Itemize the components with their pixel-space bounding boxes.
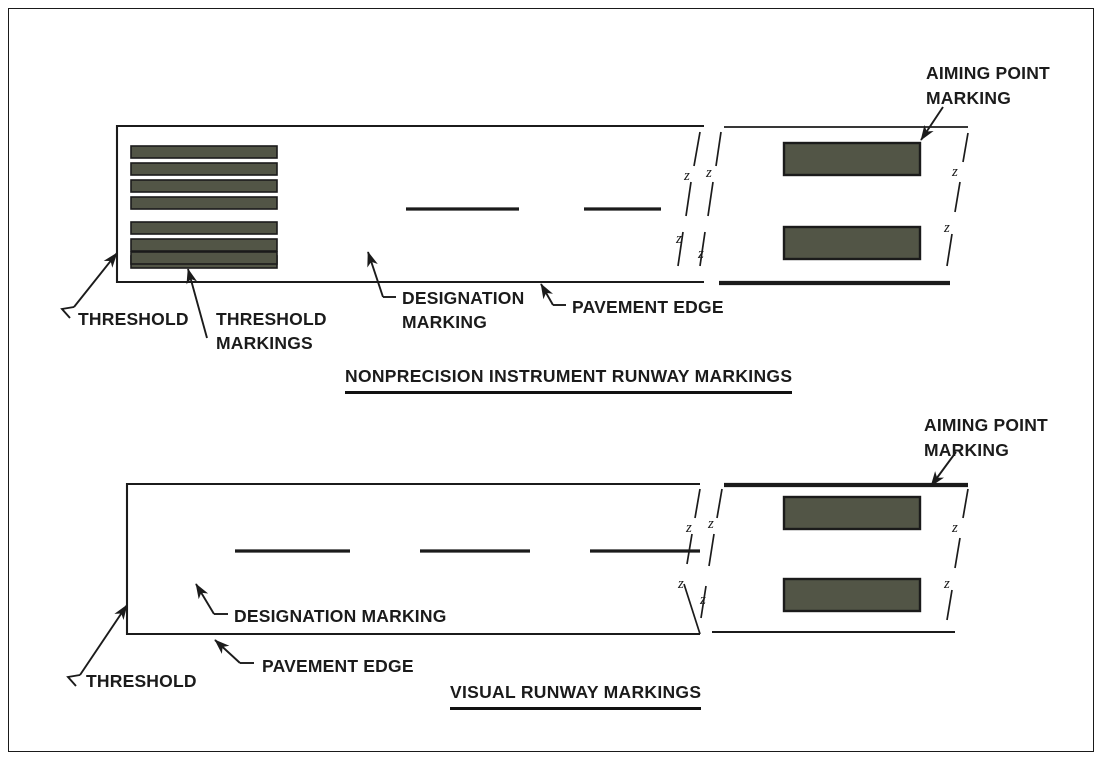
designation-arrow (367, 251, 384, 298)
break-mark-z: z (951, 164, 958, 180)
threshold-arrow (73, 252, 118, 308)
nonprecision-break-marks-far-right (946, 132, 969, 267)
threshold-bar (130, 145, 278, 159)
visual-break-marks-far-right (946, 488, 969, 621)
label-threshold-upper: THRESHOLD (78, 309, 189, 329)
threshold-arrow (79, 604, 128, 676)
break-mark-z: z (675, 231, 682, 247)
visual-break-marks-left (683, 488, 701, 635)
aiming-point-arrow (930, 451, 957, 487)
label-aiming-point-lower-line2: MARKING (924, 440, 1010, 460)
pavement-edge-arrow (214, 639, 241, 664)
break-mark-z: z (699, 592, 706, 608)
label-pavement-edge-lower: PAVEMENT EDGE (262, 656, 414, 676)
label-threshold-lower: THRESHOLD (86, 671, 197, 691)
nonprecision-leader-lines (60, 106, 944, 339)
break-mark-z: z (683, 168, 690, 184)
threshold-bar (130, 221, 278, 235)
label-threshold-markings-line1: THRESHOLD (216, 309, 327, 329)
threshold-bar (130, 196, 278, 210)
nonprecision-runway-group: z z z z z z (60, 106, 969, 339)
threshold-leader-tick (66, 674, 81, 687)
nonprecision-break-glyphs: z z z z (675, 165, 712, 262)
visual-break-glyphs: z z z z (677, 516, 714, 608)
break-mark-z: z (677, 576, 684, 592)
aiming-point-markings-lower (782, 495, 922, 613)
break-mark-z: z (685, 520, 692, 536)
label-designation-marking-lower: DESIGNATION MARKING (234, 606, 447, 626)
threshold-bar (130, 162, 278, 176)
break-mark-z: z (697, 246, 704, 262)
threshold-leader-tick (60, 306, 75, 319)
visual-runway-left-segment (125, 482, 700, 636)
aiming-point-marking (782, 225, 922, 261)
visual-break-glyphs-right: z z (943, 520, 958, 592)
nonprecision-break-marks-right (699, 131, 722, 267)
aiming-point-markings-upper (782, 141, 922, 261)
visual-leader-lines (66, 451, 957, 687)
aiming-point-arrow (920, 106, 944, 141)
threshold-markings (130, 145, 278, 269)
nonprecision-break-marks-left (677, 131, 701, 267)
break-mark-z: z (705, 165, 712, 181)
label-aiming-point-lower-line1: AIMING POINT (924, 415, 1048, 435)
title-nonprecision-runway: NONPRECISION INSTRUMENT RUNWAY MARKINGS (345, 366, 793, 394)
title-visual-runway: VISUAL RUNWAY MARKINGS (450, 682, 702, 710)
break-mark-z: z (943, 576, 950, 592)
aiming-point-marking (782, 495, 922, 531)
visual-break-marks-right (700, 488, 723, 619)
break-mark-z: z (943, 220, 950, 236)
threshold-markings-extra (130, 251, 278, 265)
label-aiming-point-upper-line2: MARKING (926, 88, 1012, 108)
label-designation-marking-line2: MARKING (402, 312, 488, 332)
label-pavement-edge-upper: PAVEMENT EDGE (572, 297, 724, 317)
threshold-bar (130, 251, 278, 265)
label-aiming-point-upper-line1: AIMING POINT (926, 63, 1050, 83)
visual-runway-group: z z z z z z (66, 451, 969, 687)
visual-runway-right-segment (712, 482, 968, 634)
threshold-markings-arrow (186, 268, 208, 339)
label-designation-marking-line1: DESIGNATION (402, 288, 525, 308)
nonprecision-break-glyphs-right: z z (943, 164, 958, 236)
threshold-bar (130, 179, 278, 193)
aiming-point-marking (782, 577, 922, 613)
nonprecision-runway-left-segment (115, 124, 704, 284)
label-threshold-markings-line2: MARKINGS (216, 333, 313, 353)
break-mark-z: z (707, 516, 714, 532)
threshold-bar (130, 238, 278, 252)
pavement-edge-arrow (540, 283, 554, 306)
aiming-point-marking (782, 141, 922, 177)
break-mark-z: z (951, 520, 958, 536)
designation-arrow (195, 583, 215, 615)
